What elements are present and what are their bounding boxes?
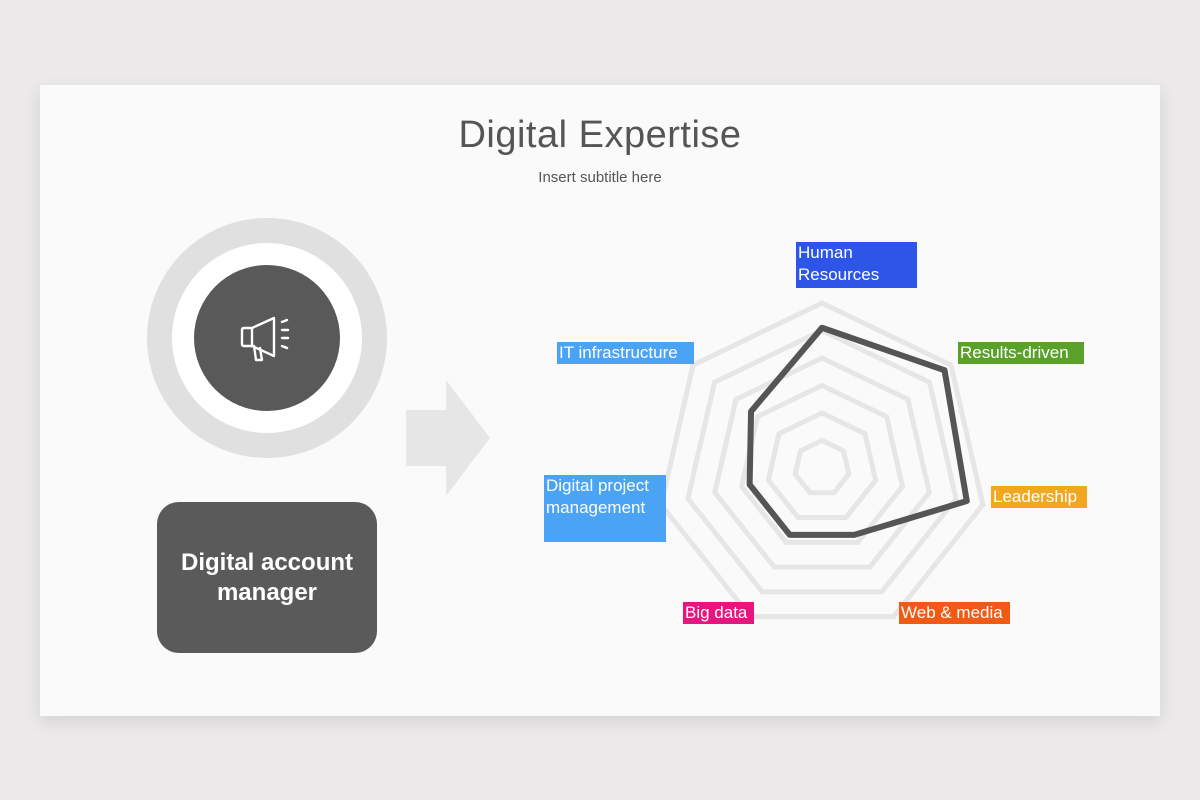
megaphone-icon	[240, 316, 290, 362]
radar-grid-ring	[792, 437, 852, 496]
slide-subtitle: Insert subtitle here	[538, 169, 662, 186]
slide-title: Digital Expertise	[458, 114, 742, 156]
radar-category-label: Web & media	[899, 602, 1010, 624]
radar-category-label: Digital project management	[544, 475, 666, 542]
icon-circle	[194, 265, 340, 411]
radar-grid-ring	[738, 382, 906, 545]
radar-category-label: Leadership	[991, 486, 1087, 508]
radar-grid-ring	[712, 355, 932, 570]
radar-category-label: Results-driven	[958, 342, 1084, 364]
role-box: Digital account manager	[157, 502, 377, 653]
role-label: Digital account manager	[180, 548, 354, 606]
radar-series-line	[746, 324, 970, 538]
radar-grid-ring	[685, 327, 959, 595]
radar-grid-ring	[658, 300, 986, 620]
radar-category-label: Big data	[683, 602, 754, 624]
radar-category-label: Human Resources	[796, 242, 917, 288]
radar-grid-ring	[765, 410, 879, 521]
arrow-right-icon	[406, 380, 490, 496]
radar-category-label: IT infrastructure	[557, 342, 694, 364]
